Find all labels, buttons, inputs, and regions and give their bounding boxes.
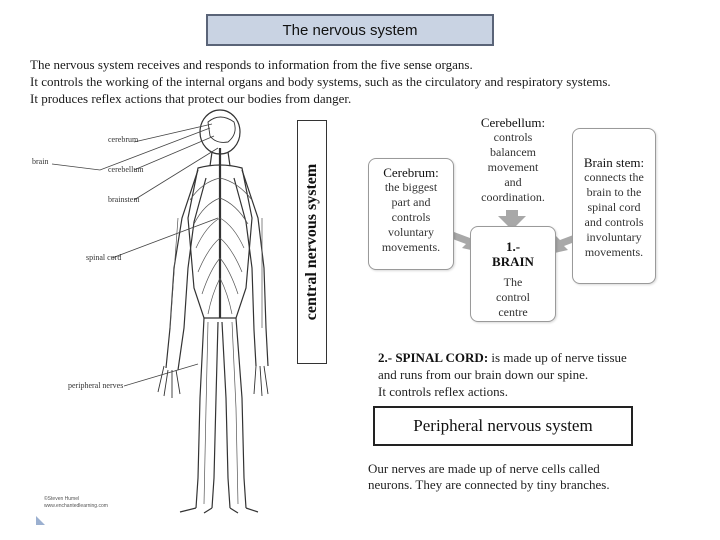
leader-peripheral-nerves xyxy=(123,363,199,387)
label-brain: brain xyxy=(32,157,48,166)
cerebrum-card: Cerebrum: the biggest part and controls … xyxy=(368,158,454,270)
cerebrum-line: voluntary xyxy=(388,225,434,239)
leader-cerebellum xyxy=(133,135,215,171)
spinal-cord-text: 2.- SPINAL CORD: is made up of nerve tis… xyxy=(378,349,698,400)
cerebellum-card: Cerebellum: controls balancem movement a… xyxy=(471,110,555,210)
corner-triangle-icon xyxy=(36,516,45,525)
leader-spinal-cord xyxy=(111,217,219,259)
central-nervous-system-frame xyxy=(297,120,327,364)
intro-line-2: It controls the working of the internal … xyxy=(30,74,611,89)
cerebrum-line: movements. xyxy=(381,240,441,254)
label-peripheral-nerves: peripheral nerves xyxy=(68,381,123,390)
peripheral-nerves-text: Our nerves are made up of nerve cells ca… xyxy=(368,461,668,493)
spinal-cord-line-2: and runs from our brain down our spine. xyxy=(378,367,589,382)
peripheral-line-2: neurons. They are connected by tiny bran… xyxy=(368,477,610,492)
intro-line-3: It produces reflex actions that protect … xyxy=(30,91,352,106)
spinal-cord-line-3: It controls reflex actions. xyxy=(378,384,508,399)
spinal-cord-heading: 2.- SPINAL CORD: xyxy=(378,350,489,365)
figure-brain xyxy=(207,116,236,143)
cerebellum-line: and xyxy=(504,175,522,189)
figure-left-leg xyxy=(195,317,205,509)
brain-card: 1.- BRAIN The control centre xyxy=(470,226,556,322)
brain-stem-line: connects the xyxy=(584,170,644,184)
brain-stem-line: and controls xyxy=(584,215,644,229)
brain-stem-line: brain to the xyxy=(586,185,642,199)
cerebrum-line: the biggest xyxy=(384,180,438,194)
spinal-cord-line-1: is made up of nerve tissue xyxy=(488,350,627,365)
brain-number: 1.- xyxy=(505,239,521,254)
leader-brain xyxy=(51,127,211,171)
figure-right-arm xyxy=(241,169,269,367)
brain-stem-heading: Brain stem xyxy=(583,155,641,170)
peripheral-nervous-system-title: Peripheral nervous system xyxy=(373,406,633,446)
brain-stem-line: spinal cord xyxy=(587,200,641,214)
cerebrum-colon: : xyxy=(435,165,439,180)
credit-line-1: ©Steven Humel xyxy=(44,495,79,502)
nervous-system-illustration: brain cerebrum cerebellum brainstem spin… xyxy=(32,109,269,514)
cerebellum-line: controls xyxy=(493,130,533,144)
cerebellum-line: coordination. xyxy=(481,190,545,204)
brain-stem-line: movements. xyxy=(584,245,644,259)
leader-cerebrum xyxy=(133,123,213,143)
label-cerebellum: cerebellum xyxy=(108,165,144,174)
brain-line: control xyxy=(496,290,530,304)
cerebellum-line: balancem xyxy=(490,145,536,159)
brain-stem-card: Brain stem: connects the brain to the sp… xyxy=(572,128,656,284)
credit-line-2: www.enchantedlearning.com xyxy=(44,503,108,509)
brain-stem-line: involuntary xyxy=(586,230,642,244)
brain-stem-colon: : xyxy=(640,155,645,170)
label-spinal-cord: spinal cord xyxy=(86,253,121,262)
cerebellum-colon: : xyxy=(541,115,546,130)
label-brainstem: brainstem xyxy=(108,195,140,204)
brain-heading: BRAIN xyxy=(492,254,534,269)
intro-text: The nervous system receives and responds… xyxy=(30,56,710,107)
label-cerebrum: cerebrum xyxy=(108,135,139,144)
leader-brainstem xyxy=(133,147,219,201)
peripheral-line-1: Our nerves are made up of nerve cells ca… xyxy=(368,461,600,476)
figure-right-leg xyxy=(221,321,231,509)
cerebrum-heading: Cerebrum xyxy=(383,165,436,180)
brain-line: centre xyxy=(498,305,528,319)
page-title: The nervous system xyxy=(206,14,494,46)
intro-line-1: The nervous system receives and responds… xyxy=(30,57,473,72)
figure-left-arm xyxy=(165,169,199,369)
brain-line: The xyxy=(503,275,523,289)
arrow-down-icon xyxy=(498,208,526,230)
cerebellum-heading: Cerebellum xyxy=(480,115,542,130)
central-nervous-system-label: central nervous system xyxy=(303,163,320,321)
cerebrum-line: part and xyxy=(391,195,431,209)
cerebellum-line: movement xyxy=(487,160,539,174)
cerebrum-line: controls xyxy=(391,210,431,224)
figure-torso xyxy=(187,164,253,319)
